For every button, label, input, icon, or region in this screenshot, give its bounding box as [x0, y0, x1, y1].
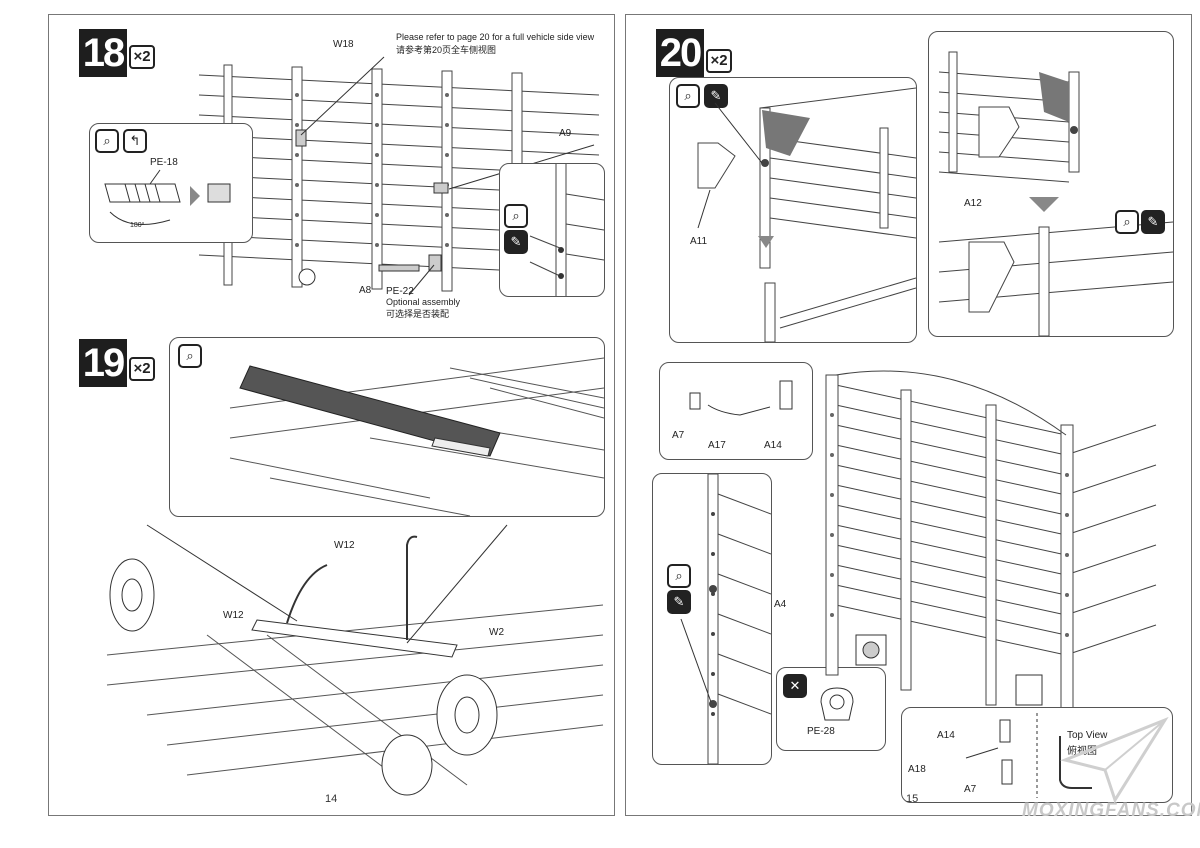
step-19-number: 19 [79, 339, 127, 387]
w18-label: W18 [333, 39, 354, 50]
a17-handle-inset: A7 A17 A14 [659, 362, 813, 460]
pe-28-part-diagram [820, 687, 854, 721]
pe-18-part-diagram [104, 169, 231, 225]
w2-label: W2 [489, 627, 504, 638]
a12-inset: ⌕ ✎ A12 [928, 31, 1174, 337]
magnifier-icon: ⌕ [95, 129, 119, 153]
pe-18-inset: ⌕ ↰ PE-18 180° [89, 123, 253, 243]
a14-label: A14 [764, 440, 782, 451]
a18-label: A18 [908, 764, 926, 775]
a4-label: A4 [774, 599, 787, 610]
a12-label: A12 [964, 198, 982, 209]
a8-label: A8 [359, 285, 372, 296]
step-18-quantity: ×2 [129, 45, 155, 69]
w12-label-top: W12 [334, 540, 355, 551]
magnifier-icon: ⌕ [504, 204, 528, 228]
top-view-label-cn: 俯视图 [1067, 746, 1097, 757]
watermark-text: MOXINGFANS.COM [1022, 800, 1200, 821]
a11-label: A11 [690, 236, 708, 247]
glue-icon: ✎ [1141, 210, 1165, 234]
a12-diagram [938, 51, 1173, 336]
bend-icon: ↰ [123, 129, 147, 153]
cut-icon: ✕ [783, 674, 807, 698]
magnifier-icon: ⌕ [178, 344, 202, 368]
step-19-detail-diagram [229, 357, 604, 516]
step-20-number: 20 [656, 29, 704, 77]
a11-inset: ⌕ ✎ A11 [669, 77, 917, 343]
a17-label: A17 [708, 440, 726, 451]
step-18-note-en: Please refer to page 20 for a full vehic… [396, 32, 595, 42]
magnifier-icon: ⌕ [676, 84, 700, 108]
glue-icon: ✎ [667, 590, 691, 614]
top-view-diagram [965, 713, 1092, 798]
a17-handle-diagram [689, 380, 793, 416]
a7-label: A7 [672, 430, 685, 441]
left-page: 18 ×2 Please refer to page 20 for a full… [48, 14, 615, 816]
a7-label-top-view: A7 [964, 784, 977, 795]
w12-label-left: W12 [223, 610, 244, 621]
step-20-main-diagram [825, 370, 1157, 716]
glue-icon: ✎ [504, 230, 528, 254]
pe-22-label: PE-22 [386, 286, 414, 297]
step-20-quantity: ×2 [706, 49, 732, 73]
step-19-quantity: ×2 [129, 357, 155, 381]
magnifier-icon: ⌕ [667, 564, 691, 588]
step-19-main-diagram [106, 524, 604, 796]
a9-detail-diagram [529, 164, 604, 296]
paper-plane-logo [1060, 716, 1169, 804]
a14-label-top-view: A14 [937, 730, 955, 741]
bend-angle-label: 180° [130, 222, 145, 229]
pe-28-label: PE-28 [807, 726, 835, 737]
top-view-label-en: Top View [1067, 730, 1108, 741]
pe-18-label: PE-18 [150, 157, 178, 168]
a11-diagram [697, 87, 916, 342]
page-number-15: 15 [906, 793, 919, 805]
screw-detail-inset: ⌕ ✎ [652, 473, 772, 765]
pe-28-inset: ✕ PE-28 [776, 667, 886, 751]
screw-detail-diagram [680, 474, 771, 764]
optional-assembly-cn: 可选择是否装配 [386, 309, 450, 319]
top-view-inset: A14 A18 A7 Top View 俯视图 [901, 707, 1173, 803]
step-19-detail-inset: ⌕ [169, 337, 605, 517]
a9-label: A9 [559, 128, 572, 139]
page-number-14: 14 [325, 793, 338, 805]
step-18-number: 18 [79, 29, 127, 77]
magnifier-icon: ⌕ [1115, 210, 1139, 234]
right-page: 20 ×2 ⌕ ✎ A11 [625, 14, 1192, 816]
a9-detail-inset: ⌕ ✎ [499, 163, 605, 297]
optional-assembly-en: Optional assembly [386, 297, 461, 307]
step-18-note-cn: 请参考第20页全车侧视图 [396, 45, 497, 55]
